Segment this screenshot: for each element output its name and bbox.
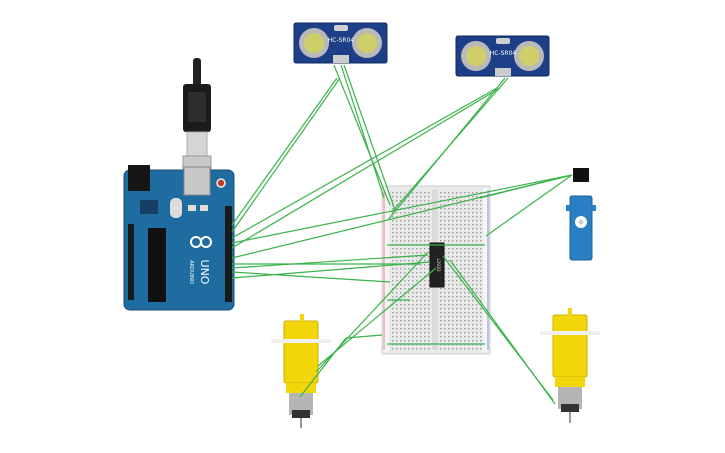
dc-motor-left[interactable] <box>271 314 331 428</box>
power-jack-icon <box>128 165 150 191</box>
ultrasonic-transducer-icon <box>299 28 382 58</box>
brand-label: ARDUINO <box>188 260 194 284</box>
ultrasonic-sensor-1[interactable]: HC-SR04 <box>293 22 388 64</box>
reset-button-icon[interactable] <box>216 178 226 188</box>
sensor-1-label: HC-SR04 <box>328 37 355 44</box>
dc-motor-right[interactable] <box>540 308 600 423</box>
sensor-2-label: HC-SR04 <box>490 50 517 57</box>
arduino-uno-board[interactable]: UNO ARDUINO <box>123 165 235 311</box>
board-label: UNO <box>198 260 211 285</box>
ic-label: L293D <box>436 259 441 272</box>
arduino-logo-icon <box>190 236 212 248</box>
servo-horn-icon <box>575 216 587 228</box>
atmega-chip <box>148 228 166 302</box>
ultrasonic-transducer-icon <box>461 41 544 71</box>
motor-driver-ic[interactable]: L293D <box>429 242 445 288</box>
ultrasonic-sensor-2[interactable]: HC-SR04 <box>455 35 550 77</box>
servo-motor[interactable] <box>566 168 596 261</box>
usb-port <box>183 166 211 196</box>
wires <box>231 64 573 405</box>
